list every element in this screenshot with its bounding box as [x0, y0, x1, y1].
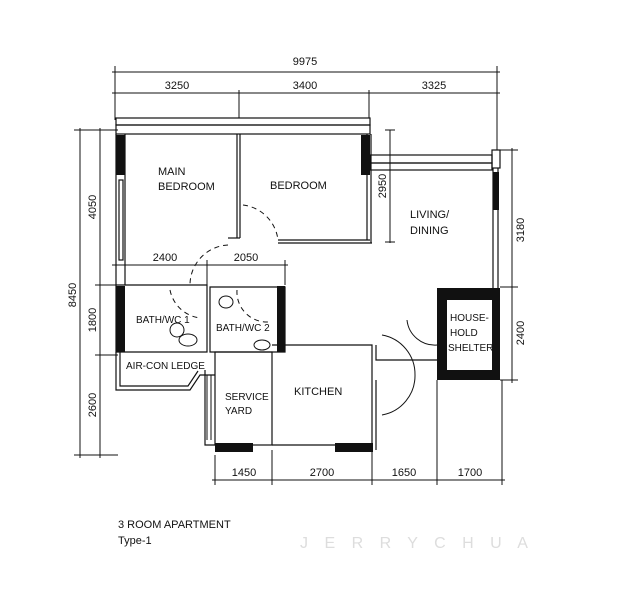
- dim-bottom-3: 1650: [392, 467, 416, 479]
- sink-icon: [178, 333, 198, 347]
- walls: [115, 117, 501, 450]
- plan-title: 3 ROOM APARTMENT: [118, 519, 231, 531]
- dim-bottom-2: 2700: [310, 467, 334, 479]
- sink-icon: [253, 339, 271, 351]
- dim-top-2: 3400: [293, 80, 317, 92]
- dim-overall-height: 8450: [67, 283, 79, 307]
- label-bath-2: BATH/WC 2: [216, 323, 270, 334]
- dim-bath-1: 2400: [153, 252, 177, 264]
- label-shelter-3: SHELTER: [448, 343, 493, 354]
- dim-bottom-1: 1450: [232, 467, 256, 479]
- structural-columns: [116, 135, 500, 452]
- dim-left-2: 1800: [87, 308, 99, 332]
- door-swings: [169, 204, 279, 323]
- dimension-lines: [74, 66, 518, 485]
- plan-subtitle: Type-1: [118, 535, 152, 547]
- dim-top-3: 3325: [422, 80, 446, 92]
- toilet-icon: [169, 322, 185, 338]
- label-shelter-2: HOLD: [450, 328, 478, 339]
- label-main-bedroom-2: BEDROOM: [158, 181, 215, 193]
- entrance-doors: [169, 295, 438, 440]
- room-labels: MAIN BEDROOM BEDROOM LIVING/ DINING BATH…: [126, 166, 493, 417]
- label-shelter-1: HOUSE-: [450, 313, 489, 324]
- dim-left-1: 4050: [87, 195, 99, 219]
- dim-overall-width: 9975: [293, 56, 317, 68]
- label-bath-1: BATH/WC 1: [136, 315, 190, 326]
- label-main-bedroom-1: MAIN: [158, 166, 186, 178]
- label-kitchen: KITCHEN: [294, 386, 342, 398]
- watermark: J E R R Y C H U A: [300, 535, 534, 552]
- dim-right-1: 3180: [515, 218, 527, 242]
- label-living-2: DINING: [410, 225, 449, 237]
- dim-bedroom-depth: 2950: [377, 174, 389, 198]
- label-service-yard-1: SERVICE: [225, 392, 269, 403]
- dim-bath-2: 2050: [234, 252, 258, 264]
- dim-left-3: 2600: [87, 393, 99, 417]
- label-living-1: LIVING/: [410, 209, 450, 221]
- dim-bottom-4: 1700: [458, 467, 482, 479]
- label-service-yard-2: YARD: [225, 406, 252, 417]
- dim-top-1: 3250: [165, 80, 189, 92]
- label-aircon-ledge: AIR-CON LEDGE: [126, 361, 205, 372]
- label-bedroom: BEDROOM: [270, 180, 327, 192]
- dim-right-2: 2400: [515, 321, 527, 345]
- toilet-icon: [218, 295, 234, 309]
- dimension-labels: 9975 3250 3400 3325 8450 4050 1800 2600 …: [67, 56, 527, 479]
